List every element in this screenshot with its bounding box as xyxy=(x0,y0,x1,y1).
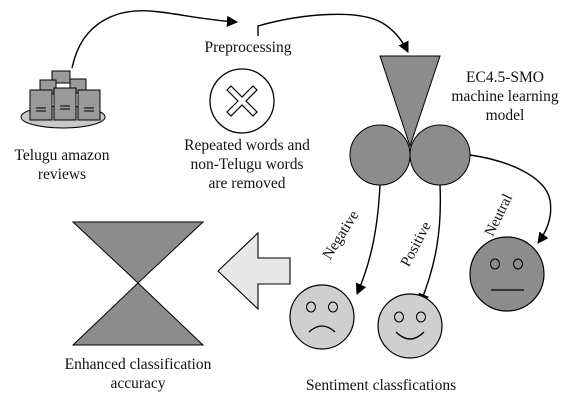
neutral-face-icon xyxy=(469,236,545,312)
sentiment-to-result-arrow xyxy=(217,231,291,311)
source-label-line1: Telugu amazon xyxy=(14,147,110,164)
source-label-line2: reviews xyxy=(37,166,87,183)
happy-face-icon xyxy=(377,293,443,359)
model-to-negative-arrow xyxy=(355,184,381,296)
sad-face-icon xyxy=(289,284,355,350)
sentiment-caption: Sentiment classfications xyxy=(305,377,457,394)
model-label-line1: EC4.5-SMO xyxy=(466,69,544,86)
source-to-preprocessing-arrow xyxy=(71,10,239,69)
hourglass-icon xyxy=(71,221,205,346)
remove-x-icon xyxy=(209,68,275,134)
model-label: EC4.5-SMO machine learning model xyxy=(445,68,563,125)
model-label-line2: machine learning xyxy=(451,88,559,105)
preprocessing-desc-line2: non-Telugu words xyxy=(190,156,304,173)
result-label-line2: accuracy xyxy=(110,375,166,392)
preprocessing-desc-line3: are removed xyxy=(208,175,286,192)
result-label-line1: Enhanced classification xyxy=(64,356,212,373)
model-to-neutral-arrow xyxy=(469,154,552,244)
preprocessing-desc-line1: Repeated words and xyxy=(184,137,310,154)
funnel-rollers-icon xyxy=(349,55,471,186)
preprocessing-description: Repeated words and non-Telugu words are … xyxy=(172,136,322,193)
preprocessing-to-model-arrow xyxy=(257,13,409,54)
result-label: Enhanced classification accuracy xyxy=(38,355,238,393)
server-stack-icon xyxy=(20,70,106,129)
preprocessing-title: Preprocessing xyxy=(204,39,292,56)
model-label-line3: model xyxy=(485,107,525,124)
model-to-positive-arrow xyxy=(418,184,442,306)
source-label: Telugu amazon reviews xyxy=(0,146,124,184)
